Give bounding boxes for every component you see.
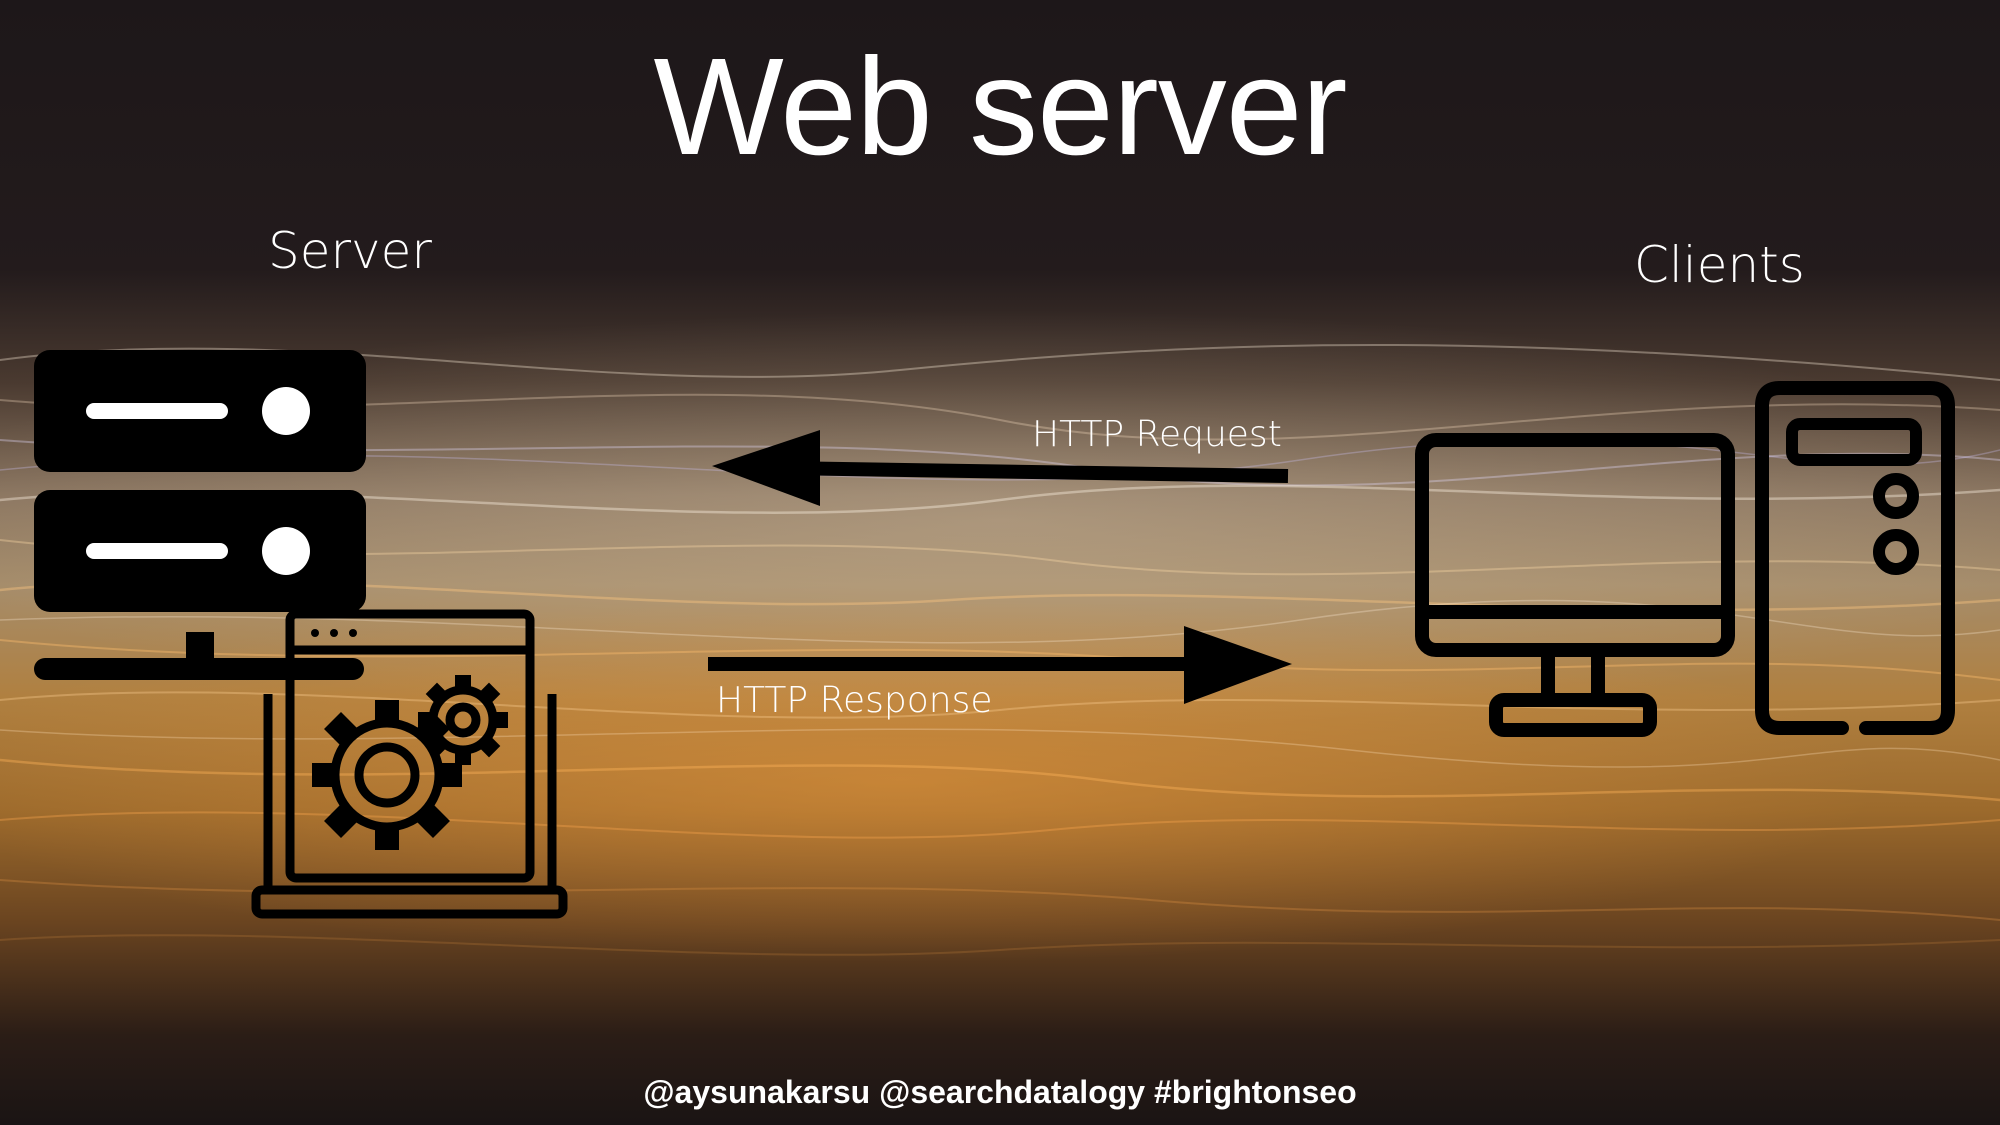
computer-tower-icon: [1755, 381, 1955, 735]
gear-window-icon: [251, 609, 568, 919]
clients-label: Clients: [1634, 236, 1805, 294]
desktop-computer-icon: [1415, 433, 1735, 737]
server-rack-icon: [34, 350, 366, 680]
footer-hashtags: @aysunakarsu @searchdatalogy #brightonse…: [643, 1074, 1357, 1110]
http-request-label: HTTP Request: [1032, 414, 1282, 455]
http-response-arrow: [708, 626, 1292, 704]
http-response-label: HTTP Response: [716, 680, 993, 721]
http-request-arrow: [712, 430, 1289, 506]
server-label: Server: [268, 222, 432, 280]
page-title: Web server: [653, 30, 1347, 184]
